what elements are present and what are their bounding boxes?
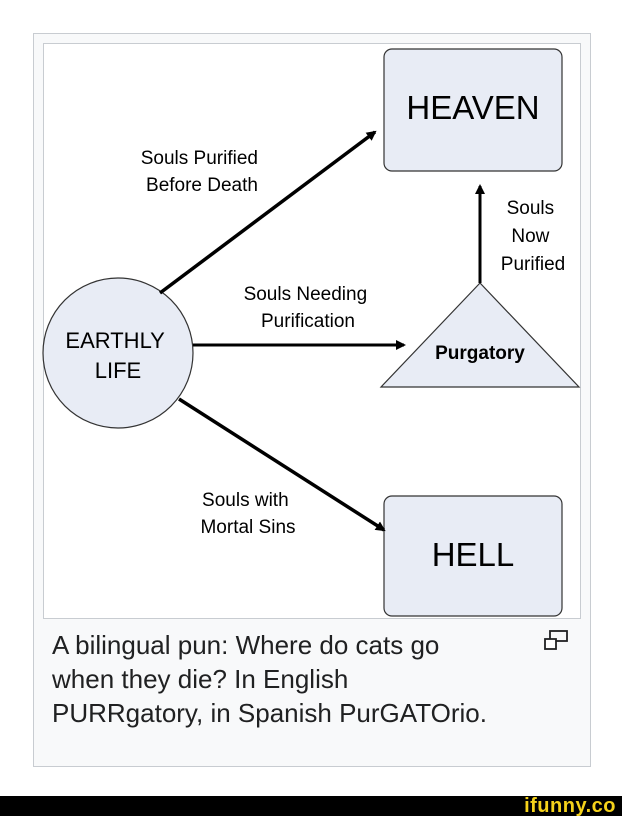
diagram: HEAVEN HELL Purgatory EARTHLY LIFE Souls… <box>42 48 581 617</box>
earthly-life-circle <box>42 277 194 429</box>
hell-label: HELL <box>432 536 515 573</box>
caption-line-2: when they die? In English <box>52 664 349 694</box>
caption-line-3: PURRgatory, in Spanish PurGATOrio. <box>52 698 487 728</box>
label-now-purified-line-1: Souls <box>507 198 555 219</box>
label-mortal-sins-line-2: Mortal Sins <box>200 517 295 538</box>
label-now-purified-line-2: Now <box>511 226 549 247</box>
label-needing-purification-line-2: Purification <box>261 311 355 332</box>
hell-box <box>383 495 563 617</box>
earthly-life-label: EARTHLY LIFE <box>65 328 170 383</box>
heaven-label: HEAVEN <box>406 89 539 126</box>
caption-line-1: A bilingual pun: Where do cats go <box>52 630 440 660</box>
earthly-life-line-2: LIFE <box>95 358 141 383</box>
label-now-purified: Souls Now Purified <box>501 198 565 275</box>
label-needing-purification: Souls Needing Purification <box>244 284 373 332</box>
label-purified-before-death-line-2: Before Death <box>146 175 258 196</box>
watermark-bar <box>0 796 622 816</box>
ifunny-watermark: ifunny.co <box>524 795 616 817</box>
enlarge-icon[interactable] <box>544 630 570 652</box>
purgatory-label: Purgatory <box>435 343 525 364</box>
label-purified-before-death-line-1: Souls Purified <box>141 148 258 169</box>
heaven-box <box>383 48 563 172</box>
label-mortal-sins-line-1: Souls with <box>202 490 289 511</box>
purgatory-triangle <box>379 282 581 388</box>
figure-caption: A bilingual pun: Where do cats go when t… <box>52 628 522 730</box>
label-mortal-sins: Souls with Mortal Sins <box>200 490 295 538</box>
label-needing-purification-line-1: Souls Needing <box>244 284 368 305</box>
arrow-to-hell <box>178 397 386 532</box>
label-purified-before-death: Souls Purified Before Death <box>141 148 264 196</box>
label-now-purified-line-3: Purified <box>501 254 565 275</box>
earthly-life-line-1: EARTHLY <box>65 328 165 353</box>
arrow-to-heaven <box>158 130 377 295</box>
